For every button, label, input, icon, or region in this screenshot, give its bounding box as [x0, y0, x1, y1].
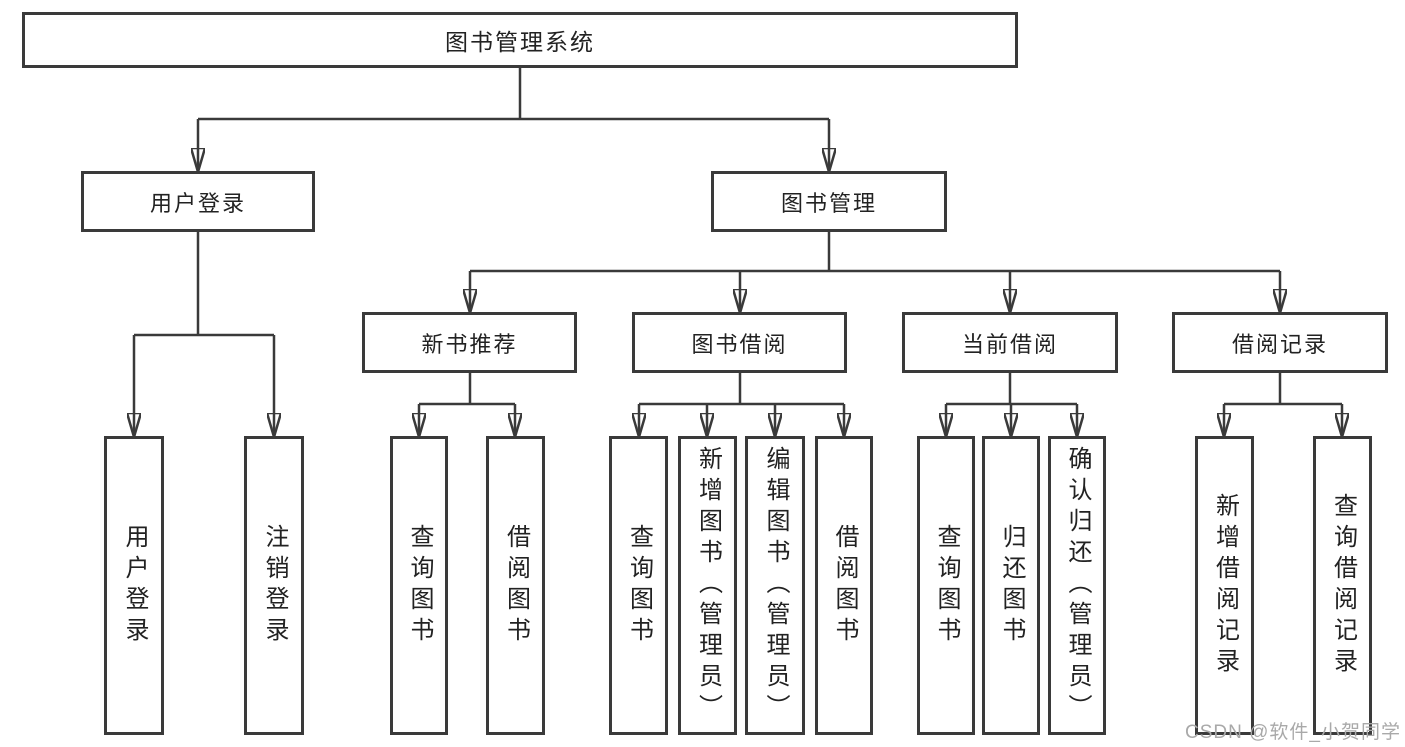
node-add-borrow-record: 新增借阅记录: [1195, 436, 1254, 735]
node-library-system: 图书管理系统: [22, 12, 1018, 68]
node-borrow-records: 借阅记录: [1172, 312, 1388, 373]
watermark: CSDN @软件_小贺同学: [1185, 722, 1401, 743]
node-user-login-leaf: 用户登录: [104, 436, 164, 735]
node-query-books-current: 查询图书: [917, 436, 975, 735]
connector-borrow-records: [1224, 373, 1342, 436]
node-book-borrow: 图书借阅: [632, 312, 847, 373]
node-current-borrow: 当前借阅: [902, 312, 1118, 373]
node-new-book-recommend: 新书推荐: [362, 312, 577, 373]
node-edit-books-admin: 编辑图书（管理员）: [745, 436, 805, 735]
node-query-borrow-record: 查询借阅记录: [1313, 436, 1372, 735]
node-query-books-recommend: 查询图书: [390, 436, 448, 735]
connector-user-login: [134, 232, 274, 436]
connector-root: [198, 67, 829, 171]
node-borrow-books-recommend: 借阅图书: [486, 436, 545, 735]
connector-new-book-recommend: [419, 373, 515, 436]
node-add-books-admin: 新增图书（管理员）: [678, 436, 737, 735]
connector-current-borrow: [946, 373, 1077, 436]
node-return-books: 归还图书: [982, 436, 1040, 735]
node-borrow-books-leaf: 借阅图书: [815, 436, 873, 735]
node-book-management: 图书管理: [711, 171, 947, 232]
node-logout-leaf: 注销登录: [244, 436, 304, 735]
connector-book-management: [470, 232, 1280, 312]
node-confirm-return-admin: 确认归还（管理员）: [1048, 436, 1106, 735]
node-user-login: 用户登录: [81, 171, 315, 232]
node-query-books-borrow: 查询图书: [609, 436, 668, 735]
connector-book-borrow: [639, 373, 844, 436]
